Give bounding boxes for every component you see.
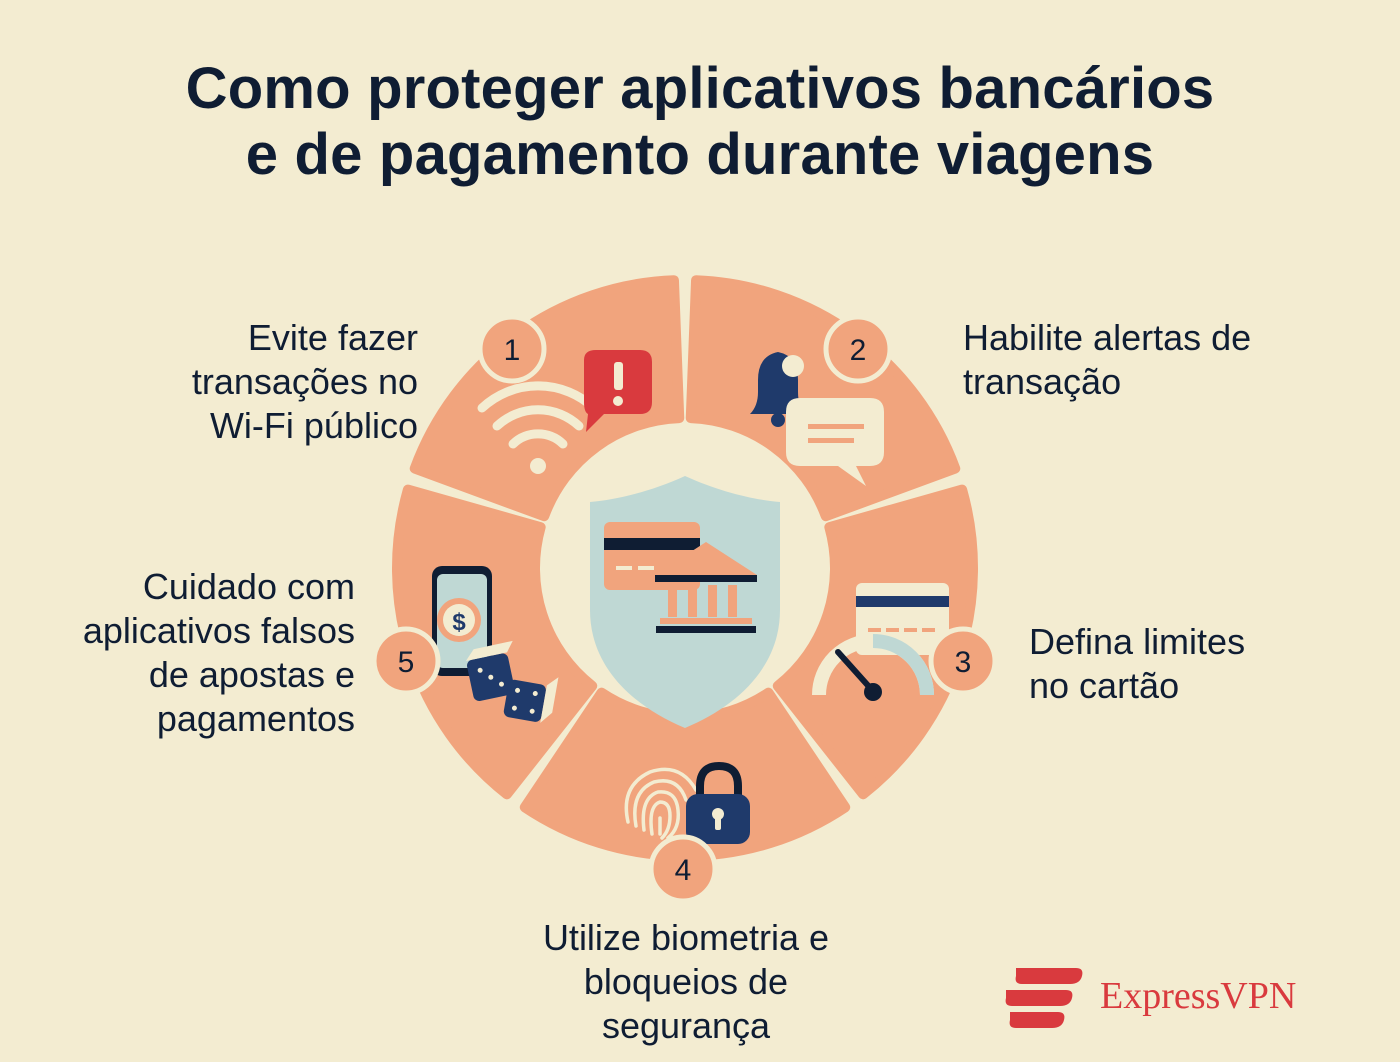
step-2-badge [823,314,893,384]
step-1-number: 1 [504,334,521,367]
step-4-number: 4 [675,854,692,887]
expressvpn-logo: ExpressVPN [1000,964,1330,1034]
step-3-badge [928,626,998,696]
step-2-label-line: transação [963,361,1122,402]
step-3-number: 3 [955,646,972,679]
phone-dice-icon: $ [432,566,559,723]
step-3-label-line: Defina limites [1029,621,1246,662]
brand-name: ExpressVPN [1100,975,1297,1017]
title-line-2: e de pagamento durante viagens [245,122,1155,187]
card-gauge-icon [812,583,949,701]
step-1-label-line: transações no [191,361,418,402]
wheel-segment-1 [409,275,685,522]
step-1-label: Evite fazer transações no Wi-Fi público [192,316,418,448]
fingerprint-lock-icon [624,767,698,840]
step-4-label-line: bloqueios de [583,961,789,1002]
page-title: Como proteger aplicativos bancários e de… [0,56,1400,188]
expressvpn-logo-icon [1005,968,1083,1028]
svg-text:$: $ [452,609,466,636]
step-2-label-line: Habilite alertas de [963,317,1252,358]
step-1-label-line: Evite fazer [247,317,418,358]
step-5-badge [371,626,441,696]
step-number-badges: 1 2 3 4 5 [371,314,998,904]
bank-shield-icon [590,476,780,728]
step-5-number: 5 [398,646,415,679]
step-4-badge [648,834,718,904]
step-5-label: Cuidado com aplicativos falsos de aposta… [83,565,355,741]
step-5-label-line: aplicativos falsos [82,610,355,651]
wifi-warning-icon [477,350,652,474]
padlock-icon [686,761,750,844]
step-1-badge [477,314,547,384]
step-3-label: Defina limites no cartão [1029,620,1245,708]
step-5-label-line: Cuidado com [142,566,355,607]
step-2-number: 2 [850,334,867,367]
step-1-label-line: Wi-Fi público [209,405,418,446]
step-4-label-line: Utilize biometria e [542,917,830,958]
step-5-label-line: de apostas e [148,654,355,695]
bell-message-icon [750,352,884,486]
step-3-label-line: no cartão [1029,665,1180,706]
step-5-label-line: pagamentos [156,698,355,739]
step-2-label: Habilite alertas de transação [963,316,1251,404]
step-4-label-line: segurança [601,1005,771,1046]
step-4-label: Utilize biometria e bloqueios de seguran… [0,916,1372,1048]
title-line-1: Como proteger aplicativos bancários [185,56,1215,121]
